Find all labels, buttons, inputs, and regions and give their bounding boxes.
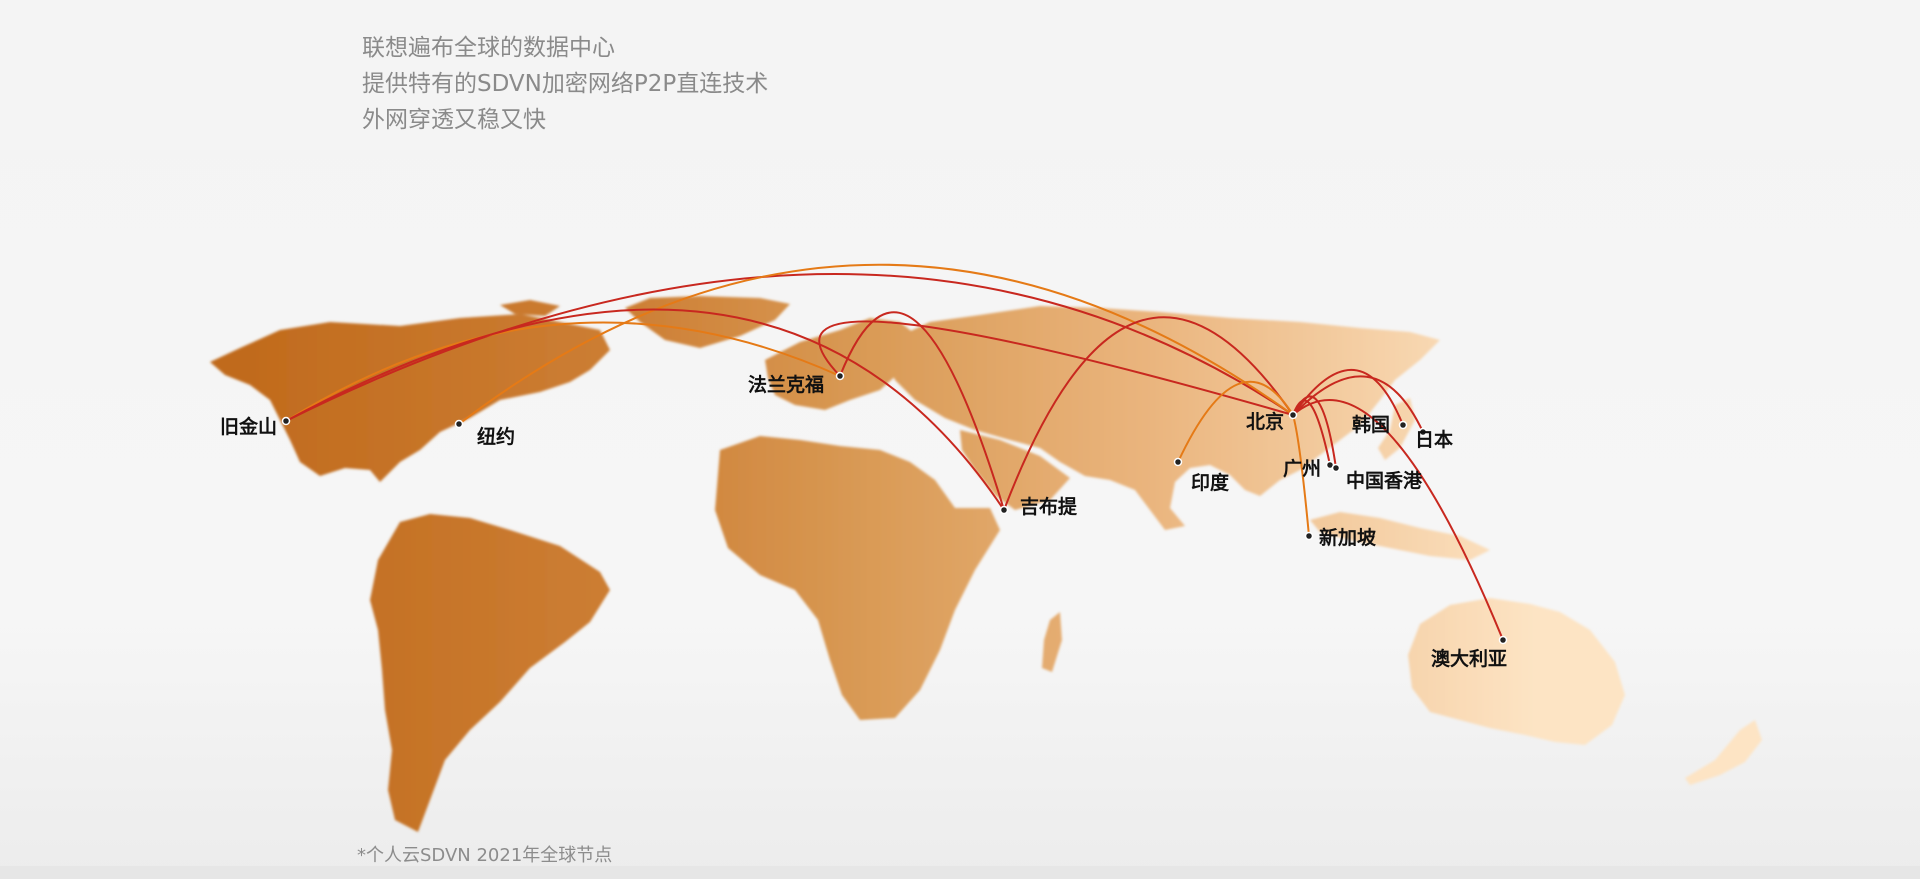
city-marker-korea <box>1398 420 1408 430</box>
continent-middle-east <box>960 430 1070 510</box>
city-marker-australia <box>1498 635 1508 645</box>
continent-southeast-asia <box>1310 512 1490 560</box>
city-label-australia: 澳大利亚 <box>1431 647 1507 670</box>
city-label-djibouti: 吉布提 <box>1020 495 1078 518</box>
city-marker-beijing <box>1288 410 1298 420</box>
city-label-newyork: 纽约 <box>477 425 515 448</box>
route-beijing-djibouti <box>1003 316 1294 511</box>
city-marker-newyork <box>454 419 464 429</box>
city-marker-singapore <box>1304 531 1314 541</box>
city-marker-djibouti <box>999 505 1009 515</box>
continent-madagascar <box>1042 612 1062 672</box>
route-beijing-sanfrancisco <box>285 273 1294 422</box>
city-label-hongkong: 中国香港 <box>1346 469 1423 492</box>
city-marker-sanfrancisco <box>281 416 291 426</box>
headline: 联想遍布全球的数据中心 提供特有的SDVN加密网络P2P直连技术 外网穿透又稳又… <box>362 30 768 138</box>
headline-line-1: 联想遍布全球的数据中心 <box>362 35 615 61</box>
city-label-japan: 日本 <box>1415 428 1453 451</box>
city-label-korea: 韩国 <box>1352 413 1390 436</box>
route-lines <box>285 263 1504 641</box>
route-beijing-frankfurt <box>818 320 1294 416</box>
city-label-india: 印度 <box>1191 471 1230 494</box>
continent-africa <box>715 436 1000 720</box>
city-markers <box>281 371 1508 645</box>
city-label-frankfurt: 法兰克福 <box>748 373 824 396</box>
continent-europe <box>765 318 920 410</box>
route-beijing-korea <box>1292 369 1404 426</box>
city-marker-india <box>1173 457 1183 467</box>
route-frankfurt-djibouti <box>839 311 1005 511</box>
route-beijing-newyork <box>458 263 1294 425</box>
headline-line-3: 外网穿透又稳又快 <box>362 107 546 133</box>
continent-new-zealand <box>1685 720 1762 785</box>
city-marker-hongkong <box>1331 463 1341 473</box>
continent-asia <box>880 306 1440 530</box>
route-frankfurt-sanfrancisco <box>285 321 841 422</box>
route-beijing-india <box>1177 380 1294 463</box>
continent-greenland <box>625 296 790 348</box>
continent-australia <box>1408 598 1625 745</box>
bottom-bar <box>0 866 1920 879</box>
city-label-beijing: 北京 <box>1246 410 1284 433</box>
continent-north-america <box>210 314 610 482</box>
city-label-guangzhou: 广州 <box>1283 457 1321 480</box>
city-marker-japan <box>1418 427 1428 437</box>
continent-japan <box>1378 398 1415 460</box>
route-djibouti-sanfrancisco <box>285 308 1005 511</box>
city-label-sanfrancisco: 旧金山 <box>220 415 277 438</box>
continent-south-america <box>370 514 610 832</box>
route-beijing-australia <box>1292 399 1504 641</box>
route-beijing-singapore <box>1292 414 1310 537</box>
continents <box>210 296 1762 832</box>
city-label-singapore: 新加坡 <box>1319 526 1377 549</box>
headline-line-2: 提供特有的SDVN加密网络P2P直连技术 <box>362 71 769 97</box>
city-labels: 旧金山 纽约 法兰克福 吉布提 印度 北京 韩国 日本 广州 中国香港 新加坡 … <box>220 373 1507 670</box>
footnote: *个人云SDVN 2021年全球节点 <box>357 845 613 866</box>
city-marker-frankfurt <box>835 371 845 381</box>
continent-arctic-islands <box>500 300 560 316</box>
